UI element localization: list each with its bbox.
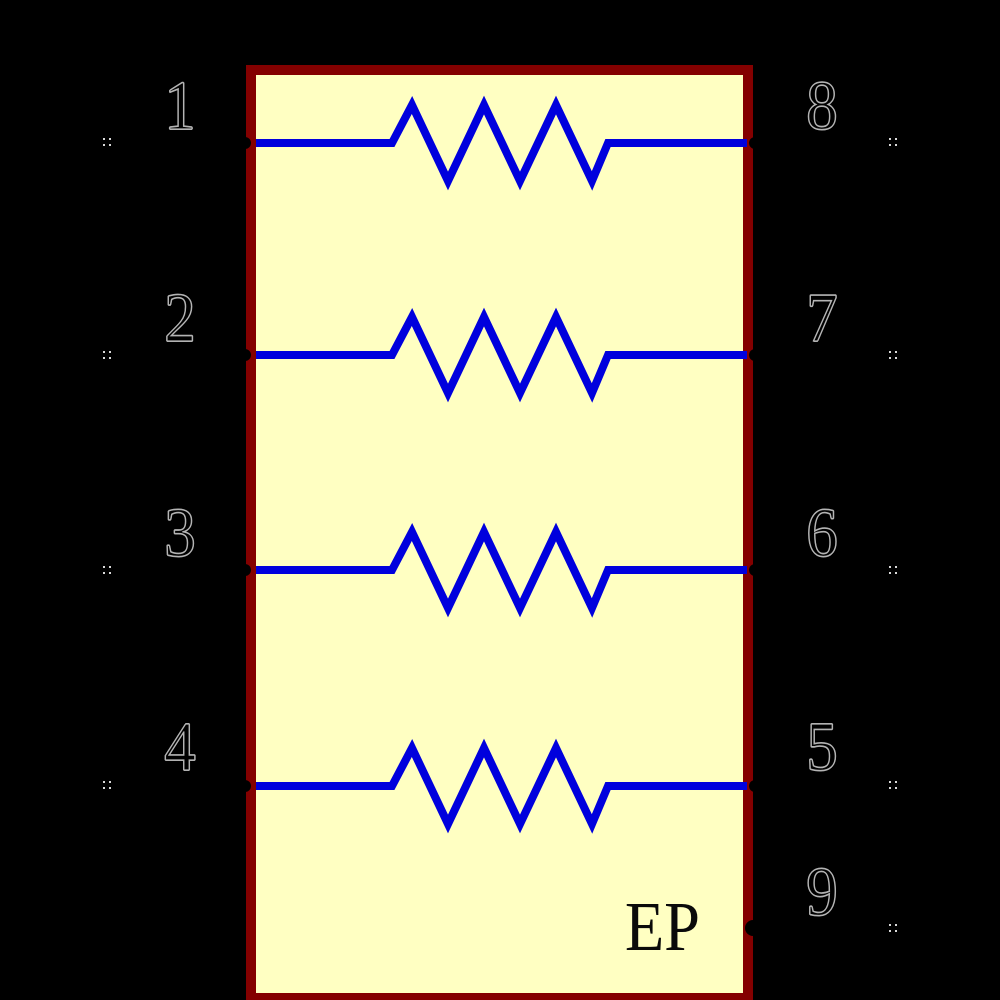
pin-end-marker-7 (889, 351, 897, 359)
resistor-2-symbol (256, 307, 747, 403)
pin-number-2: 2 (164, 280, 197, 357)
pin-end-marker-3 (103, 566, 111, 574)
pin-connection-dot-1 (239, 137, 251, 149)
pin-connection-dot-7 (749, 349, 761, 361)
pin-number-1: 1 (164, 68, 197, 145)
pin-connection-dot-2 (239, 349, 251, 361)
pin-number-7: 7 (806, 280, 839, 357)
pin-end-marker-9 (889, 924, 897, 932)
pin-connection-dot-6 (749, 564, 761, 576)
resistor-3-symbol (256, 522, 747, 618)
pin-number-9: 9 (806, 854, 839, 931)
exposed-pad-label: EP (624, 889, 700, 966)
pin-connection-dot-5 (749, 780, 761, 792)
resistor-1-symbol (256, 95, 747, 191)
pin-end-marker-2 (103, 351, 111, 359)
pin-connection-dot-4 (239, 780, 251, 792)
pin-end-marker-4 (103, 781, 111, 789)
pin-connection-dot-9 (745, 920, 761, 936)
pin-number-4: 4 (164, 709, 197, 786)
pin-end-marker-5 (889, 781, 897, 789)
pin-end-marker-1 (103, 138, 111, 146)
resistor-4-symbol (256, 738, 747, 834)
component-body (246, 65, 753, 1000)
pin-end-marker-6 (889, 566, 897, 574)
pin-number-8: 8 (806, 68, 839, 145)
pin-end-marker-8 (889, 138, 897, 146)
pin-connection-dot-8 (749, 137, 761, 149)
pin-connection-dot-3 (239, 564, 251, 576)
pin-number-6: 6 (806, 495, 839, 572)
pin-number-5: 5 (806, 709, 839, 786)
pin-number-3: 3 (164, 495, 197, 572)
